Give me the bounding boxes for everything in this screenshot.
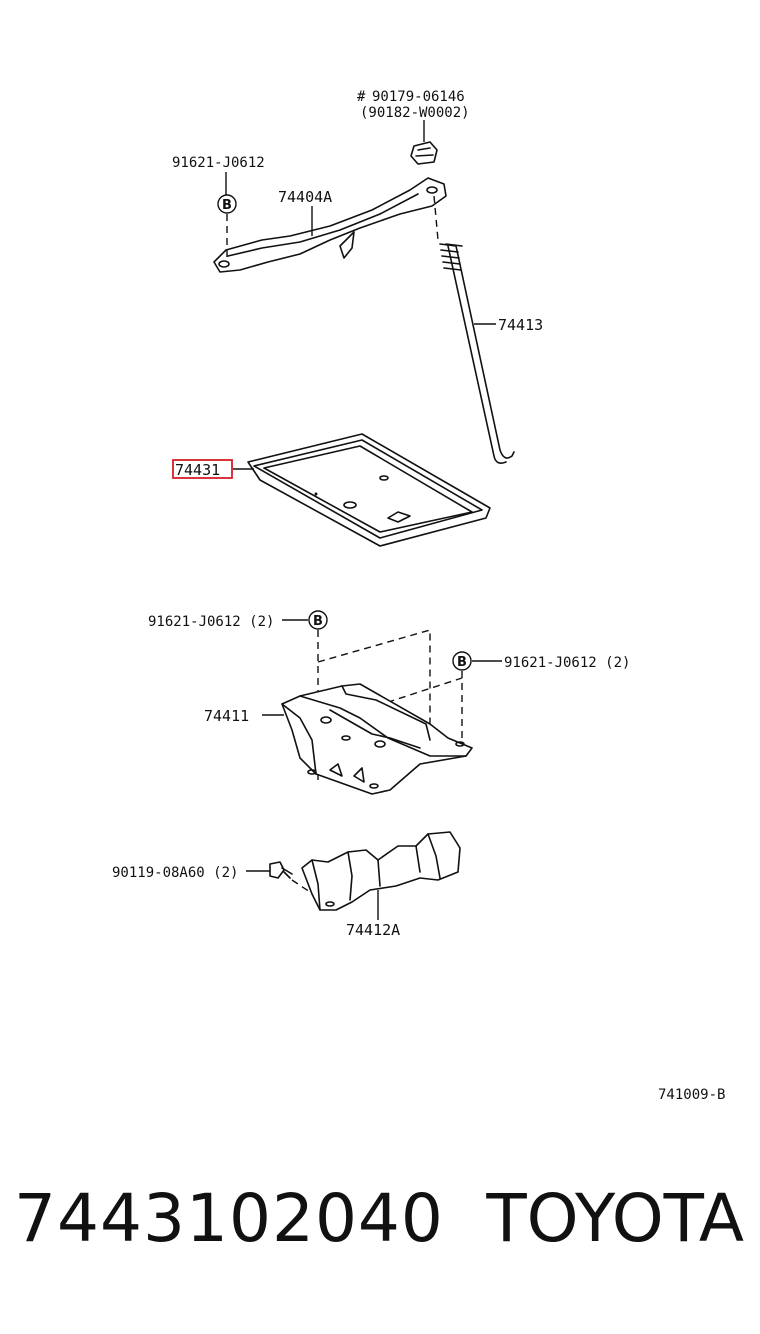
tray-highlight-box (172, 459, 233, 479)
bracket-part (301, 831, 461, 911)
tray-part (247, 433, 491, 547)
ref-circle-left (308, 610, 328, 630)
label-91621-J0612-right: 91621-J0612 (2) (504, 655, 630, 671)
ref-circle-right (452, 651, 472, 671)
label-74431[interactable]: 74431 (175, 461, 220, 479)
label-91621-J0612-left: 91621-J0612 (2) (148, 614, 274, 630)
label-91621-J0612-top: 91621-J0612 (172, 155, 265, 171)
ref-marker-top: B (222, 198, 232, 213)
ref-marker-left: B (313, 614, 323, 629)
carrier-outline-dash (317, 629, 431, 732)
label-74404A: 74404A (278, 188, 332, 206)
ref-marker-right: B (457, 655, 467, 670)
figure-code: 741009-B (658, 1087, 725, 1103)
label-90182-W0002: (90182-W0002) (360, 105, 470, 121)
rod-part (433, 195, 515, 464)
carrier-part (281, 683, 473, 795)
label-90179-06146: 90179-06146 (372, 89, 465, 105)
label-90119-08A60: 90119-08A60 (2) (112, 865, 238, 881)
nut-part (410, 141, 438, 165)
bracket-bolt-part (269, 861, 293, 879)
label-74413: 74413 (498, 316, 543, 334)
part-number-title: 7443102040 (14, 1180, 444, 1257)
ref-circle-top (217, 194, 237, 214)
clamp-part (213, 177, 447, 273)
hash-symbol: # (357, 89, 366, 105)
label-74412A: 74412A (346, 921, 400, 939)
label-74411: 74411 (204, 707, 249, 725)
brand-name: TOYOTA (486, 1180, 744, 1257)
footer: 7443102040 TOYOTA (0, 1180, 760, 1290)
